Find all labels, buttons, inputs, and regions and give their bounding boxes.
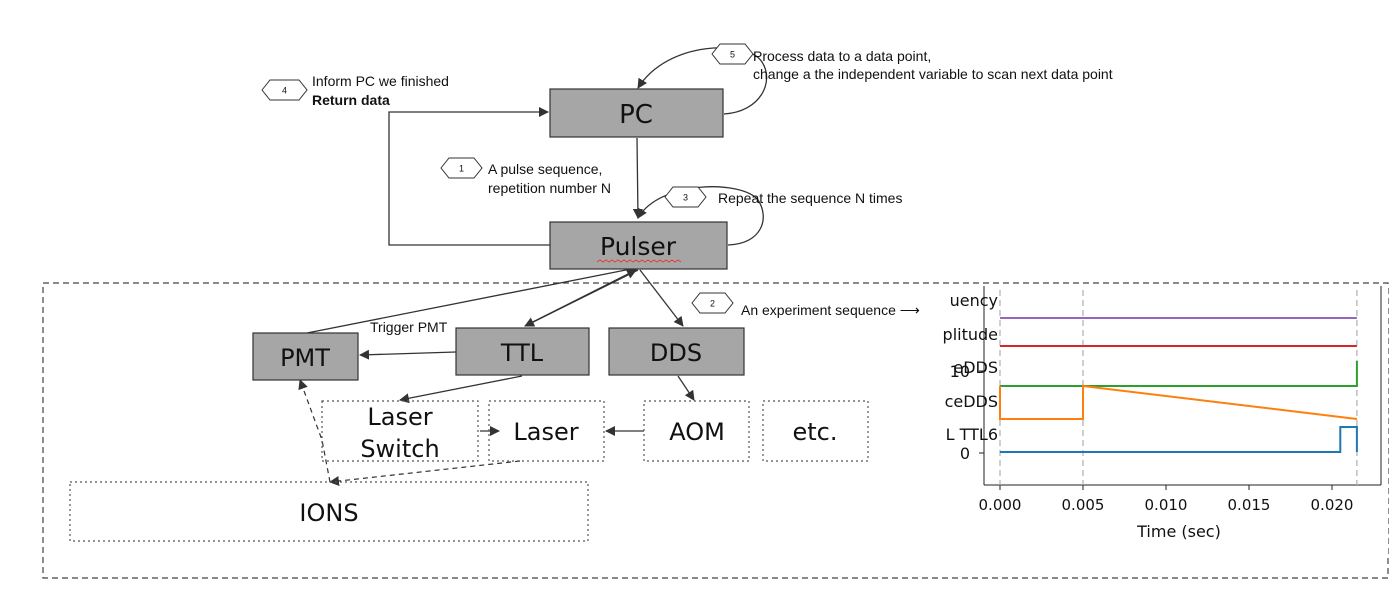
step-1-annotation: 1 A pulse sequence, repetition number N bbox=[440, 157, 611, 196]
step-4-number: 4 bbox=[282, 86, 287, 96]
step-3-number: 3 bbox=[683, 193, 688, 203]
ions-label: IONS bbox=[299, 499, 358, 527]
chart-xtick-label-2: 0.010 bbox=[1145, 496, 1188, 514]
chart-xlabel: Time (sec) bbox=[1136, 522, 1221, 541]
step-1-line1: A pulse sequence, bbox=[488, 161, 602, 177]
step-1-number: 1 bbox=[459, 164, 464, 174]
step-1-badge bbox=[440, 157, 483, 179]
chart-channel-label-2: eDDS bbox=[953, 358, 998, 377]
arrow-dds-to-aom bbox=[677, 375, 695, 401]
ttl-box bbox=[455, 327, 590, 376]
laser-switch-box bbox=[321, 400, 479, 462]
chart-ytick-label-1: 0 bbox=[960, 444, 970, 463]
laser-switch-label-line2: Switch bbox=[360, 435, 439, 463]
step-5-line2: change a the independent variable to sca… bbox=[753, 66, 1113, 82]
etc-box bbox=[762, 400, 869, 462]
chart-channel-label-0: uency bbox=[950, 291, 998, 310]
chart-series-line-4 bbox=[1000, 426, 1358, 453]
sequence-chart: 0.000 0.005 0.010 0.015 0.020 uency plitude eD… bbox=[943, 284, 1388, 556]
step-3-annotation: 3 Repeat the sequence N times bbox=[664, 186, 902, 208]
chart-xtick-label-3: 0.015 bbox=[1228, 496, 1271, 514]
aom-box bbox=[643, 400, 750, 462]
step-2-badge bbox=[691, 292, 734, 314]
pmt-box bbox=[252, 332, 359, 381]
chart-xtick-label-4: 0.020 bbox=[1311, 496, 1354, 514]
step-2-number: 2 bbox=[710, 299, 715, 309]
chart-channel-label-3: ceDDS bbox=[945, 392, 998, 411]
laser-label: Laser bbox=[513, 418, 578, 446]
pc-label: PC bbox=[619, 100, 653, 130]
step-4-annotation: 4 Inform PC we finished Return data bbox=[261, 73, 449, 108]
arrow-pc-to-pulser bbox=[632, 137, 643, 219]
chart-channel-label-1: plitude bbox=[943, 325, 998, 344]
chart-series-line-2 bbox=[1000, 361, 1358, 387]
laser-switch-label-line1: Laser bbox=[367, 403, 432, 431]
trigger-pmt-label: Trigger PMT bbox=[370, 319, 448, 335]
loop-arrow-step5 bbox=[637, 47, 768, 115]
ttl-label: TTL bbox=[500, 339, 544, 367]
step-1-line2: repetition number N bbox=[488, 180, 611, 196]
chart-ytick-label-0: 10 bbox=[950, 362, 970, 381]
pc-box bbox=[549, 88, 724, 138]
chart-channel-label-4: L TTL6 bbox=[946, 425, 998, 444]
aom-label: AOM bbox=[669, 418, 725, 446]
step-4-line2: Return data bbox=[312, 92, 390, 108]
step-5-number: 5 bbox=[730, 50, 735, 60]
step-5-badge bbox=[711, 43, 754, 65]
step-3-line1: Repeat the sequence N times bbox=[718, 190, 902, 206]
chart-xtick-label-1: 0.005 bbox=[1062, 496, 1105, 514]
chart-xtick-label-0: 0.000 bbox=[979, 496, 1022, 514]
step-2-line1: An experiment sequence ⟶ bbox=[741, 302, 920, 318]
arrow-pulser-to-dds bbox=[639, 269, 684, 327]
etc-label: etc. bbox=[793, 418, 838, 446]
step-5-annotation: 5 Process data to a data point, change a… bbox=[711, 43, 1113, 82]
spellcheck-underline bbox=[596, 259, 682, 263]
step-5-line1: Process data to a data point, bbox=[753, 48, 931, 64]
step-4-line1: Inform PC we finished bbox=[312, 73, 449, 89]
step-4-badge bbox=[261, 79, 308, 101]
dds-label: DDS bbox=[650, 339, 702, 367]
arrow-ttl-to-laser-switch bbox=[399, 375, 523, 404]
step-2-annotation: 2 An experiment sequence ⟶ bbox=[691, 292, 920, 318]
dds-box bbox=[608, 327, 745, 376]
ions-box bbox=[69, 481, 589, 542]
arrow-pmt-to-pulser bbox=[306, 264, 637, 334]
arrow-ions-to-pmt bbox=[298, 379, 331, 483]
arrow-ttl-to-pulser bbox=[524, 269, 637, 327]
arrow-ttl-to-pmt bbox=[359, 349, 457, 360]
step-3-badge bbox=[664, 186, 707, 208]
chart-series-line-3 bbox=[999, 384, 1358, 420]
arrow-pulser-to-pc bbox=[388, 107, 550, 246]
pmt-label: PMT bbox=[280, 344, 330, 372]
laser-box bbox=[488, 400, 605, 462]
pulser-label: Pulser bbox=[600, 232, 677, 261]
arrow-laser-to-ions bbox=[329, 460, 521, 486]
